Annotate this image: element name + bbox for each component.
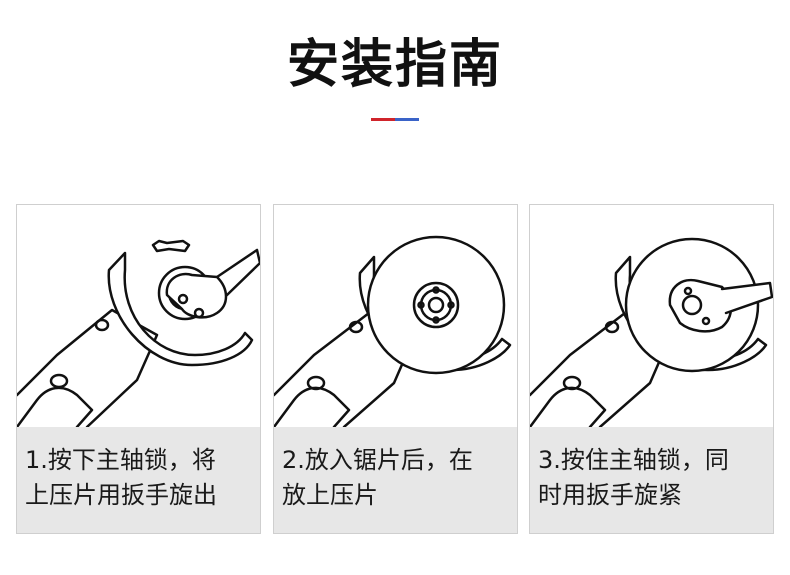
step-1-line-1: 1.按下主轴锁，将 <box>25 446 216 474</box>
step-2-line-2: 放上压片 <box>282 481 378 509</box>
accent-blue <box>395 118 419 121</box>
page-title: 安装指南 <box>286 35 503 95</box>
step-3-line-1: 3.按住主轴锁，同 <box>538 446 729 474</box>
step-caption-1: 1.按下主轴锁，将 上压片用扳手旋出 <box>17 427 260 533</box>
step-caption-2: 2.放入锯片后，在 放上压片 <box>274 427 517 533</box>
grinder-wrench-tighten-icon <box>530 237 773 427</box>
step-card-2: 2.放入锯片后，在 放上压片 <box>273 204 518 534</box>
step-card-3: 3.按住主轴锁，同 时用扳手旋紧 <box>529 204 774 534</box>
accent-red <box>371 118 395 121</box>
step-caption-3: 3.按住主轴锁，同 时用扳手旋紧 <box>530 427 773 533</box>
step-1-line-2: 上压片用扳手旋出 <box>25 481 217 509</box>
step-3-line-2: 时用扳手旋紧 <box>538 481 682 509</box>
grinder-blade-insert-icon <box>274 235 512 427</box>
title-accent-bar <box>371 118 419 121</box>
step-2-line-1: 2.放入锯片后，在 <box>282 446 473 474</box>
grinder-wrench-remove-icon <box>17 239 260 427</box>
step-card-1: 1.按下主轴锁，将 上压片用扳手旋出 <box>16 204 261 534</box>
